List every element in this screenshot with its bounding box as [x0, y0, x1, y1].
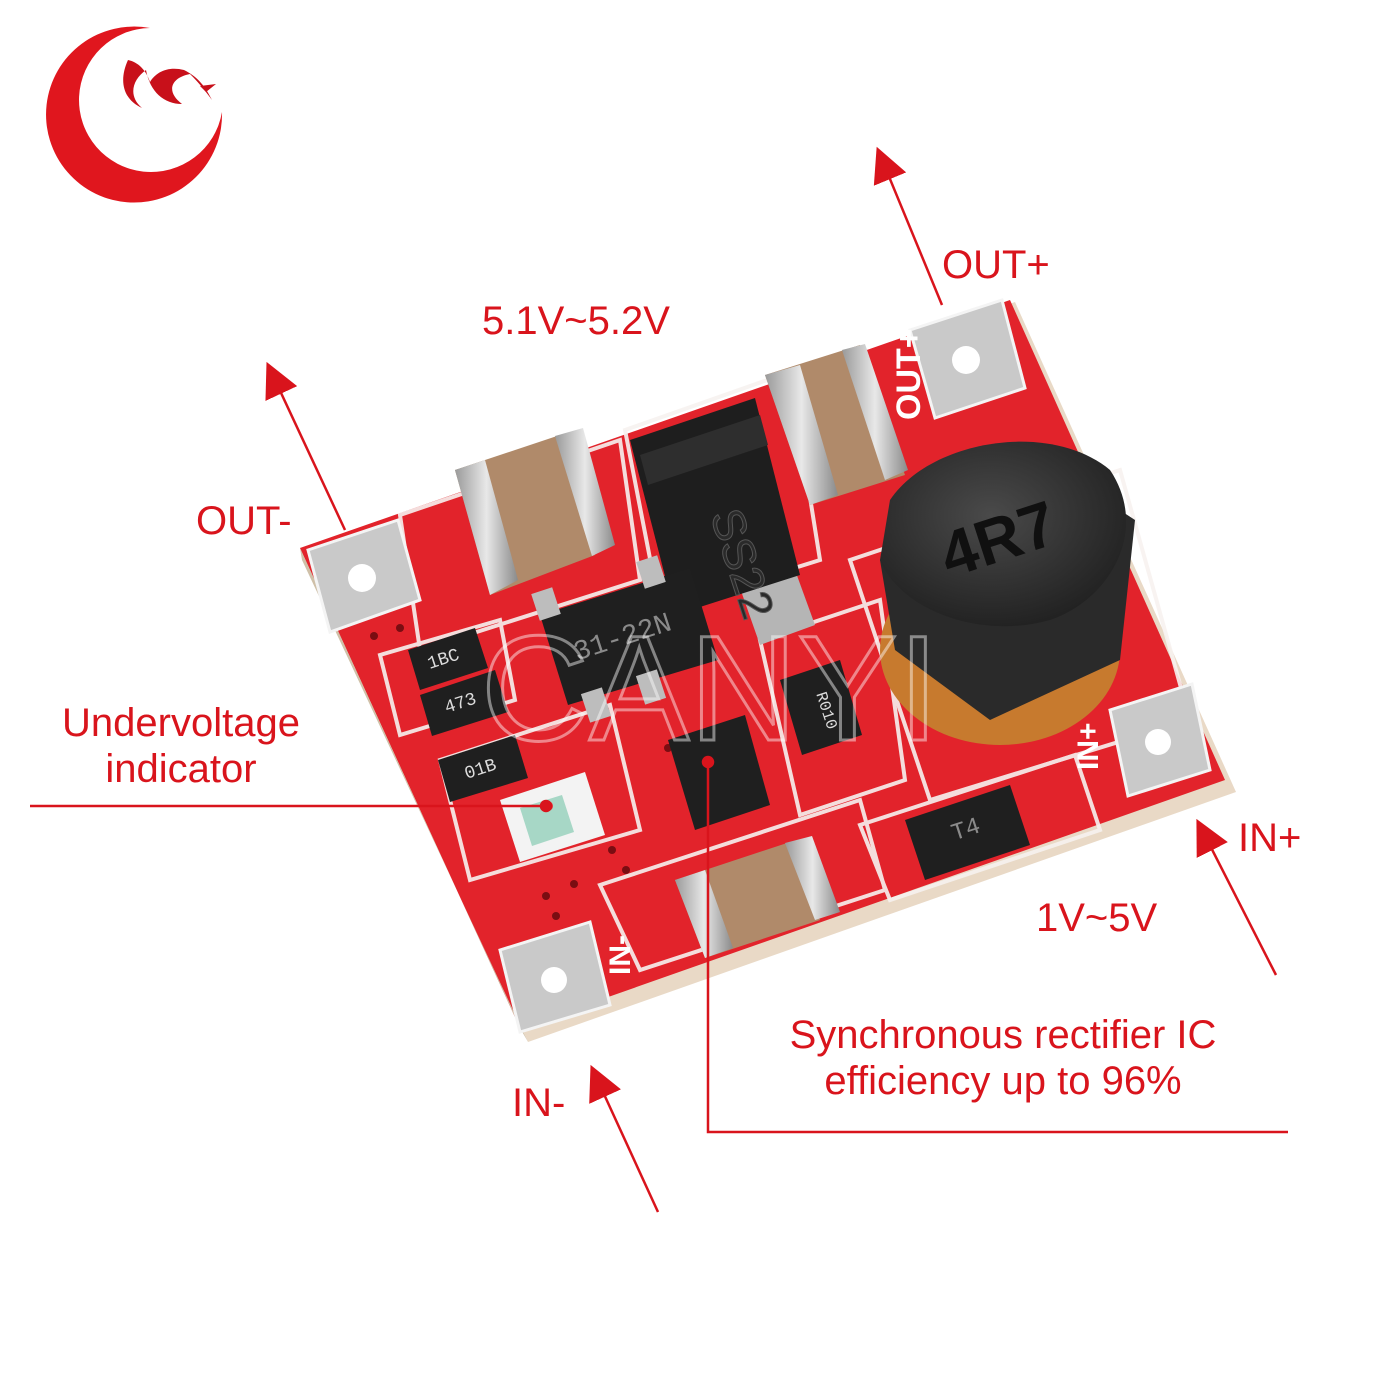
power-inductor: 4R7: [880, 441, 1135, 745]
silkscreen-labels: OUT+ IN+ IN-: [604, 328, 1105, 975]
transistor-t4: T4: [905, 785, 1030, 880]
undervoltage-line1: Undervoltage: [62, 701, 300, 745]
crescent-phoenix-logo-icon: [46, 26, 223, 203]
output-voltage-label: 5.1V~5.2V: [482, 299, 670, 343]
arrow-out-minus: [265, 361, 347, 531]
silkscreen-in-plus: IN+: [1072, 722, 1105, 770]
rectifier-callout: Synchronous rectifier IC efficiency up t…: [738, 1012, 1268, 1104]
out-minus-label: OUT-: [196, 499, 292, 543]
undervoltage-callout: Undervoltage indicator: [36, 700, 326, 792]
silkscreen-in-minus: IN-: [604, 935, 637, 975]
smd-capacitor-top-right: [765, 344, 908, 505]
arrow-in-plus: [1196, 818, 1278, 976]
rectifier-line1: Synchronous rectifier IC: [789, 1013, 1217, 1057]
leader-rectifier: [706, 762, 1288, 1134]
undervoltage-led: [500, 772, 605, 862]
input-voltage-label: 1V~5V: [1036, 896, 1158, 940]
rectifier-line2: efficiency up to 96%: [824, 1059, 1182, 1103]
arrow-out-plus: [873, 146, 944, 306]
out-plus-label: OUT+: [942, 243, 1050, 287]
smd-capacitor-top-left: [455, 428, 615, 595]
annotation-lines: [30, 146, 1288, 1213]
schottky-diode: SS22: [630, 398, 815, 645]
boost-ic: 31-22N: [531, 555, 718, 723]
brand-watermark: CANYI: [481, 604, 939, 772]
undervoltage-line2: indicator: [105, 747, 257, 791]
in-plus-label: IN+: [1238, 816, 1302, 860]
sync-rectifier-ic: [668, 715, 770, 830]
in-minus-label: IN-: [512, 1081, 566, 1125]
smd-resistors: 1BC 473 01B R010: [408, 628, 862, 802]
silkscreen-out-plus: OUT+: [890, 328, 928, 420]
smd-capacitor-bottom: [675, 836, 840, 958]
arrow-in-minus: [589, 1064, 660, 1213]
